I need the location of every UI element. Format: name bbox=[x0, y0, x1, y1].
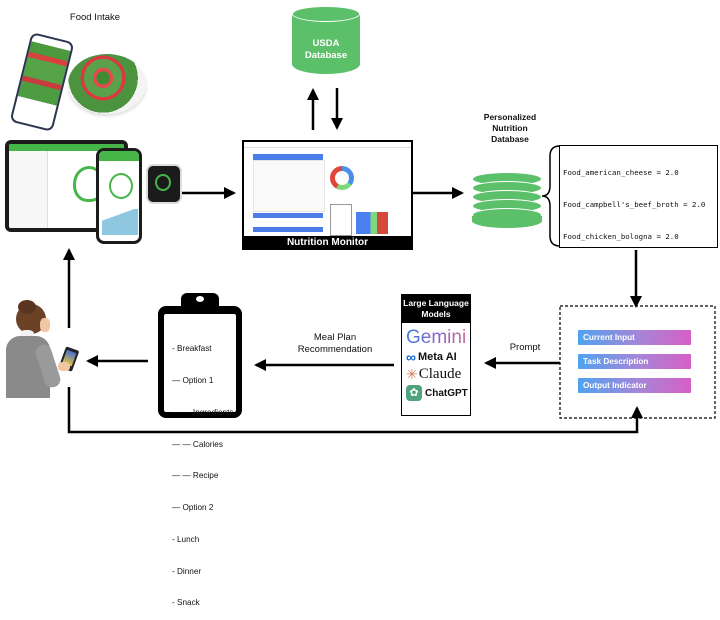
meal-plan-label: Meal Plan Recommendation bbox=[280, 332, 390, 356]
prompt-box bbox=[559, 305, 716, 419]
llm-header-line1: Large Language bbox=[403, 298, 469, 308]
food-record: Food_chicken_bologna = 2.0 bbox=[563, 231, 679, 241]
prompt-task-description: Task Description bbox=[578, 354, 691, 369]
feedback-loop-line bbox=[67, 387, 643, 434]
personalized-db-line3: Database bbox=[491, 134, 529, 144]
claude-star-icon: ✳ bbox=[406, 365, 418, 382]
gemini-logo: Gemini bbox=[406, 327, 470, 349]
meal-plan-item: — Option 1 bbox=[172, 375, 214, 385]
usda-label-line1: USDA bbox=[312, 38, 340, 49]
llm-header: Large Language Models bbox=[402, 295, 470, 323]
personalized-db-line1: Personalized bbox=[483, 112, 537, 122]
donut-chart-icon bbox=[330, 166, 354, 190]
food-intake-title: Food Intake bbox=[69, 12, 121, 23]
salad-bowl-icon bbox=[68, 54, 146, 114]
curly-brace bbox=[541, 145, 561, 247]
llm-header-line2: Models bbox=[421, 309, 451, 319]
food-record: Food_campbell's_beef_broth = 2.0 bbox=[563, 199, 706, 209]
prompt-output-indicator: Output Indicator bbox=[578, 378, 691, 393]
bar-chart-icon bbox=[356, 212, 388, 234]
meal-plan-label-line2: Recommendation bbox=[297, 344, 373, 355]
chatgpt-icon: ✿ bbox=[406, 385, 422, 401]
meal-plan-item: — — Ingredients bbox=[172, 407, 234, 417]
meal-plan-item: - Breakfast bbox=[172, 344, 212, 354]
personalized-db-line2: Nutrition bbox=[492, 123, 528, 133]
clipboard-icon bbox=[158, 306, 242, 418]
prompt-current-input: Current Input bbox=[578, 330, 691, 345]
personalized-db-stack-icon bbox=[472, 172, 542, 228]
clipboard-clip-icon bbox=[181, 293, 219, 311]
chatgpt-logo: ChatGPT bbox=[425, 387, 468, 399]
meta-infinity-icon: ∞ bbox=[406, 349, 416, 365]
phone-food-photo-icon bbox=[9, 32, 75, 132]
connectors bbox=[63, 88, 716, 434]
meal-plan-label-line1: Meal Plan bbox=[313, 332, 357, 343]
nutrition-monitor-screenshot: Nutrition Monitor bbox=[242, 140, 413, 250]
watch-app-icon bbox=[146, 164, 182, 204]
food-record: Food_american_cheese = 2.0 bbox=[563, 168, 679, 178]
meal-plan-item: — — Recipe bbox=[172, 471, 219, 481]
prompt-label: Prompt bbox=[509, 342, 541, 353]
meal-plan-item: — — Calories bbox=[172, 439, 223, 449]
nutrition-monitor-caption: Nutrition Monitor bbox=[244, 236, 411, 248]
meal-plan-item: - Dinner bbox=[172, 566, 202, 576]
food-intake-image bbox=[9, 32, 146, 132]
meal-plan-list: - Breakfast — Option 1 — — Ingredients —… bbox=[172, 323, 233, 620]
usda-label-line2: Database bbox=[304, 50, 348, 61]
usda-label: USDA Database bbox=[292, 38, 360, 62]
meal-plan-item: - Snack bbox=[172, 598, 200, 608]
food-records-box: Food_american_cheese = 2.0 Food_campbell… bbox=[559, 145, 718, 248]
llm-box: Large Language Models Gemini ∞ Meta AI ✳… bbox=[401, 294, 471, 416]
usda-database-icon bbox=[292, 6, 360, 82]
personalized-db-label: Personalized Nutrition Database bbox=[470, 112, 550, 145]
meal-plan-item: - Lunch bbox=[172, 534, 200, 544]
claude-logo: Claude bbox=[418, 365, 462, 382]
user-with-phone-icon bbox=[2, 290, 80, 400]
meta-ai-logo: Meta AI bbox=[417, 351, 457, 363]
phone-app-icon bbox=[96, 148, 142, 244]
meal-plan-item: — Option 2 bbox=[172, 503, 214, 513]
